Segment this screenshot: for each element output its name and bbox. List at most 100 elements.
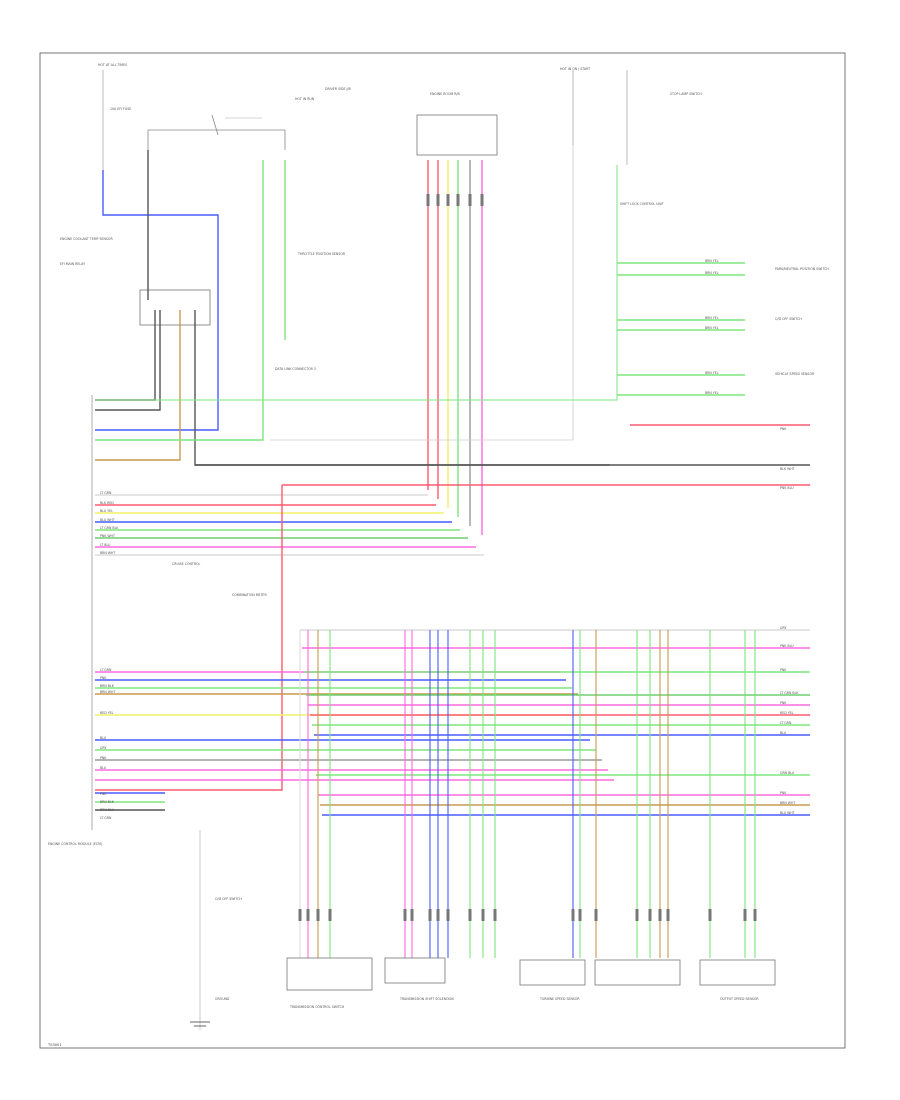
right-mid-label: PNK BLU xyxy=(780,486,794,490)
output-speed-sensor: OUTPUT SPEED SENSOR xyxy=(594,959,776,1001)
connector-pin xyxy=(316,909,320,921)
stop-lamp-label: STOP LAMP SWITCH xyxy=(670,92,702,96)
ground-label: GROUND xyxy=(215,997,230,1001)
ecm-row-label: PNK WHT xyxy=(100,534,115,538)
right-mid-label: BLK WHT xyxy=(780,467,795,471)
connector-pin xyxy=(571,909,575,921)
red-long-wire xyxy=(95,485,283,791)
ecm-relay-label: EFI MAIN RELAY xyxy=(60,262,85,266)
right-connector-group: PARK/NEUTRAL POSITION SWITCH O/D OFF SWI… xyxy=(775,267,829,376)
ecm-row-label: LT GRN BLK xyxy=(100,526,119,530)
connector-pin xyxy=(666,909,670,921)
ecm-bottom-label: LT GRN xyxy=(100,816,112,820)
right-lower-label: PNK xyxy=(780,701,787,705)
black-long-wire xyxy=(194,310,610,466)
combination-meter-label: COMBINATION METER xyxy=(232,593,267,597)
right-lower-label: PNK BLU xyxy=(780,644,794,648)
right-lower-label: GRN BLU xyxy=(780,771,795,775)
connector-pin xyxy=(480,194,484,206)
connector-pin xyxy=(743,909,747,921)
hot-fuse-left-sublabel: 10A EFI FUSE xyxy=(110,107,131,111)
ecm-row-label: BRN WHT xyxy=(100,551,115,555)
hot-fuse-right: HOT IN ON / START STOP LAMP SWITCH SHIFT… xyxy=(560,67,702,206)
ecm-row-label: BLU WHT xyxy=(100,518,115,522)
right-lower-label: BRN WHT xyxy=(780,801,795,805)
connector-pin xyxy=(426,194,430,206)
right-lower-label: BLU xyxy=(780,731,787,735)
connector-pin xyxy=(446,909,450,921)
right-lower-label: LT GRN BLK xyxy=(780,691,799,695)
ecm-lower-label: GRY xyxy=(100,746,106,750)
right-top-label: BRN YEL xyxy=(705,259,719,263)
ecm-lower-label: PNK xyxy=(100,756,107,760)
ecm-lower-label: RED YEL xyxy=(100,711,114,715)
connector-pin xyxy=(481,909,485,921)
right-top-label: BRN YEL xyxy=(705,371,719,375)
right-lower-label: RED YEL xyxy=(780,711,794,715)
connector-pin xyxy=(436,194,440,206)
ecm-lower-label: BLU xyxy=(100,766,107,770)
cruise-control-label: CRUISE CONTROL xyxy=(172,562,201,566)
od-switch-label: O/D OFF SWITCH xyxy=(775,317,802,321)
ecm-lower-label: LT GRN xyxy=(100,668,112,672)
shift-lock-trunk xyxy=(95,165,618,401)
green-wire-a xyxy=(95,160,264,441)
junction-label: DRIVER SIDE J/B xyxy=(325,87,351,91)
hot-fuse-mid-label: HOT IN RUN xyxy=(295,97,315,101)
black-wire-c xyxy=(95,310,156,401)
relay-box-label: ENGINE ROOM R/B xyxy=(430,92,460,96)
hot-fuse-right-label: HOT IN ON / START xyxy=(560,67,590,71)
connector-pin xyxy=(658,909,662,921)
ecm-lower-label: BLU xyxy=(100,736,107,740)
ecm-bottom-label: BRN BLU xyxy=(100,808,115,812)
brown-wire xyxy=(95,310,181,461)
ecm-row-label: LT BLU xyxy=(100,543,111,547)
shift-solenoids: TRANSMISSION SHIFT SOLENOIDS xyxy=(384,957,454,1001)
right-lower-label: GRY xyxy=(780,626,786,630)
right-mid-label: PNK xyxy=(780,427,787,431)
od-switch-bottom: O/D OFF SWITCH GROUND xyxy=(190,830,242,1030)
right-top-label: BRN YEL xyxy=(705,316,719,320)
transmission-control-switch: TRANSMISSION CONTROL SWITCH xyxy=(286,957,373,1009)
shift-solenoid-label: TRANSMISSION SHIFT SOLENOIDS xyxy=(399,997,454,1001)
ecm-bottom-label: PNK xyxy=(100,792,107,796)
right-lower-label: BLU WHT xyxy=(780,811,795,815)
connector-pin xyxy=(578,909,582,921)
connector-pin xyxy=(753,909,757,921)
black-wire-b xyxy=(95,310,161,411)
ecm-lower-label: PNK xyxy=(100,676,107,680)
connector-pin xyxy=(410,909,414,921)
blue-supply-wire xyxy=(95,170,219,431)
right-top-label: BRN YEL xyxy=(705,271,719,275)
footer-code: TS3001 xyxy=(47,1043,62,1047)
diagram-frame xyxy=(39,52,846,1049)
turbine-speed-sensor: TURBINE SPEED SENSOR xyxy=(519,959,586,1001)
right-top-label: BRN YEL xyxy=(705,326,719,330)
connector-pin xyxy=(635,909,639,921)
hot-fuse-left: HOT AT ALL TIMES 10A EFI FUSE xyxy=(98,63,131,170)
speed-sensor-label: VEHICLE SPEED SENSOR xyxy=(775,372,815,376)
ignition-switch-bracket xyxy=(147,114,286,150)
connector-pin xyxy=(436,909,440,921)
connector-pin xyxy=(493,909,497,921)
park-neutral-label: PARK/NEUTRAL POSITION SWITCH xyxy=(775,267,829,271)
hot-fuse-left-label: HOT AT ALL TIMES xyxy=(98,63,127,67)
turbine-sensor-label: TURBINE SPEED SENSOR xyxy=(539,997,580,1001)
throttle-sensor-label: THROTTLE POSITION SENSOR xyxy=(297,252,346,256)
connector-pin xyxy=(594,909,598,921)
ecm-lower-label: BRN BLK xyxy=(100,684,115,688)
connector-pin xyxy=(708,909,712,921)
data-link-label: DATA LINK CONNECTOR 3 xyxy=(275,367,316,371)
ecm-lower-label: BRN WHT xyxy=(100,690,115,694)
output-sensor-label: OUTPUT SPEED SENSOR xyxy=(720,997,759,1001)
ecm-label: ENGINE CONTROL MODULE (ECM) xyxy=(48,842,102,846)
connector-pin xyxy=(468,194,472,206)
ecm-pin-strip: ENGINE CONTROL MODULE (ECM) xyxy=(48,395,102,846)
ecm-row-label: LT GRN xyxy=(100,491,112,495)
connector-pin xyxy=(298,909,302,921)
connector-pin xyxy=(456,194,460,206)
right-lower-label: PNK xyxy=(780,791,787,795)
connector-pin xyxy=(468,909,472,921)
shift-lock-label: SHIFT LOCK CONTROL UNIT xyxy=(620,202,664,206)
